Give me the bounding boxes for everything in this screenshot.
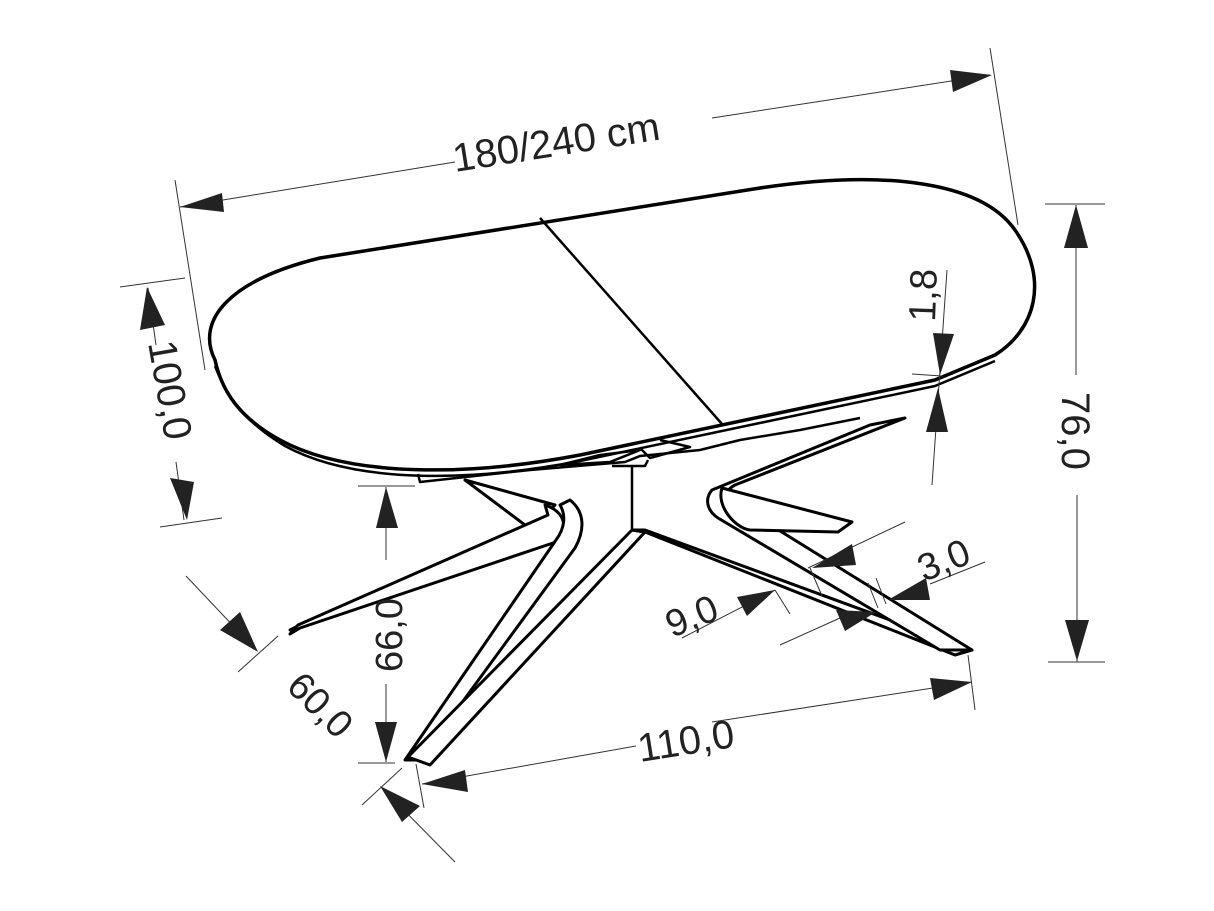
- arrow-left: [422, 770, 468, 792]
- dimension-leg-height: 66,0: [358, 485, 415, 764]
- dimension-leg-thickness: 3,0: [807, 521, 986, 609]
- top-thickness-label: 1,8: [902, 268, 946, 322]
- extension-leaf-seam: [539, 217, 723, 425]
- arrow-up: [926, 388, 948, 432]
- leg-base: [288, 416, 974, 767]
- base-depth-label: 60,0: [279, 665, 361, 747]
- leg-front-left: [403, 498, 584, 762]
- arrow-right: [930, 678, 972, 700]
- arrow-in: [836, 610, 876, 631]
- arrow-down: [170, 478, 194, 520]
- arrow-left: [180, 193, 224, 212]
- apron-frame: [416, 416, 861, 484]
- arrow-into-corner: [220, 612, 258, 652]
- dimension-width: 100,0: [119, 277, 223, 528]
- arrow-down: [375, 722, 397, 762]
- arrow-into-corner: [380, 786, 420, 822]
- dimension-length: 180/240 cm: [174, 47, 1019, 371]
- length-label: 180/240 cm: [450, 105, 663, 181]
- table-top-outline: [207, 177, 1037, 472]
- leg-height-label: 66,0: [369, 598, 411, 672]
- arrow-up: [140, 287, 165, 330]
- arrow-in: [737, 590, 775, 616]
- base-length-label: 110,0: [635, 712, 738, 771]
- arrow-right: [950, 70, 992, 92]
- arrow-up: [376, 487, 398, 528]
- table-top: [207, 177, 1037, 478]
- width-label: 100,0: [139, 337, 200, 443]
- leg-right-arm: [719, 486, 854, 534]
- dimension-height: 76,0: [1045, 203, 1105, 663]
- height-label: 76,0: [1053, 392, 1097, 470]
- leg-width-label: 9,0: [660, 588, 725, 647]
- arrow-down: [933, 333, 954, 375]
- dimension-leg-width: 9,0: [660, 588, 876, 647]
- arrow-in: [888, 578, 930, 600]
- arrow-down: [1065, 620, 1089, 661]
- arrow-in: [812, 544, 856, 568]
- dimension-top-thickness: 1,8: [902, 268, 954, 486]
- arrow-up: [1064, 205, 1088, 248]
